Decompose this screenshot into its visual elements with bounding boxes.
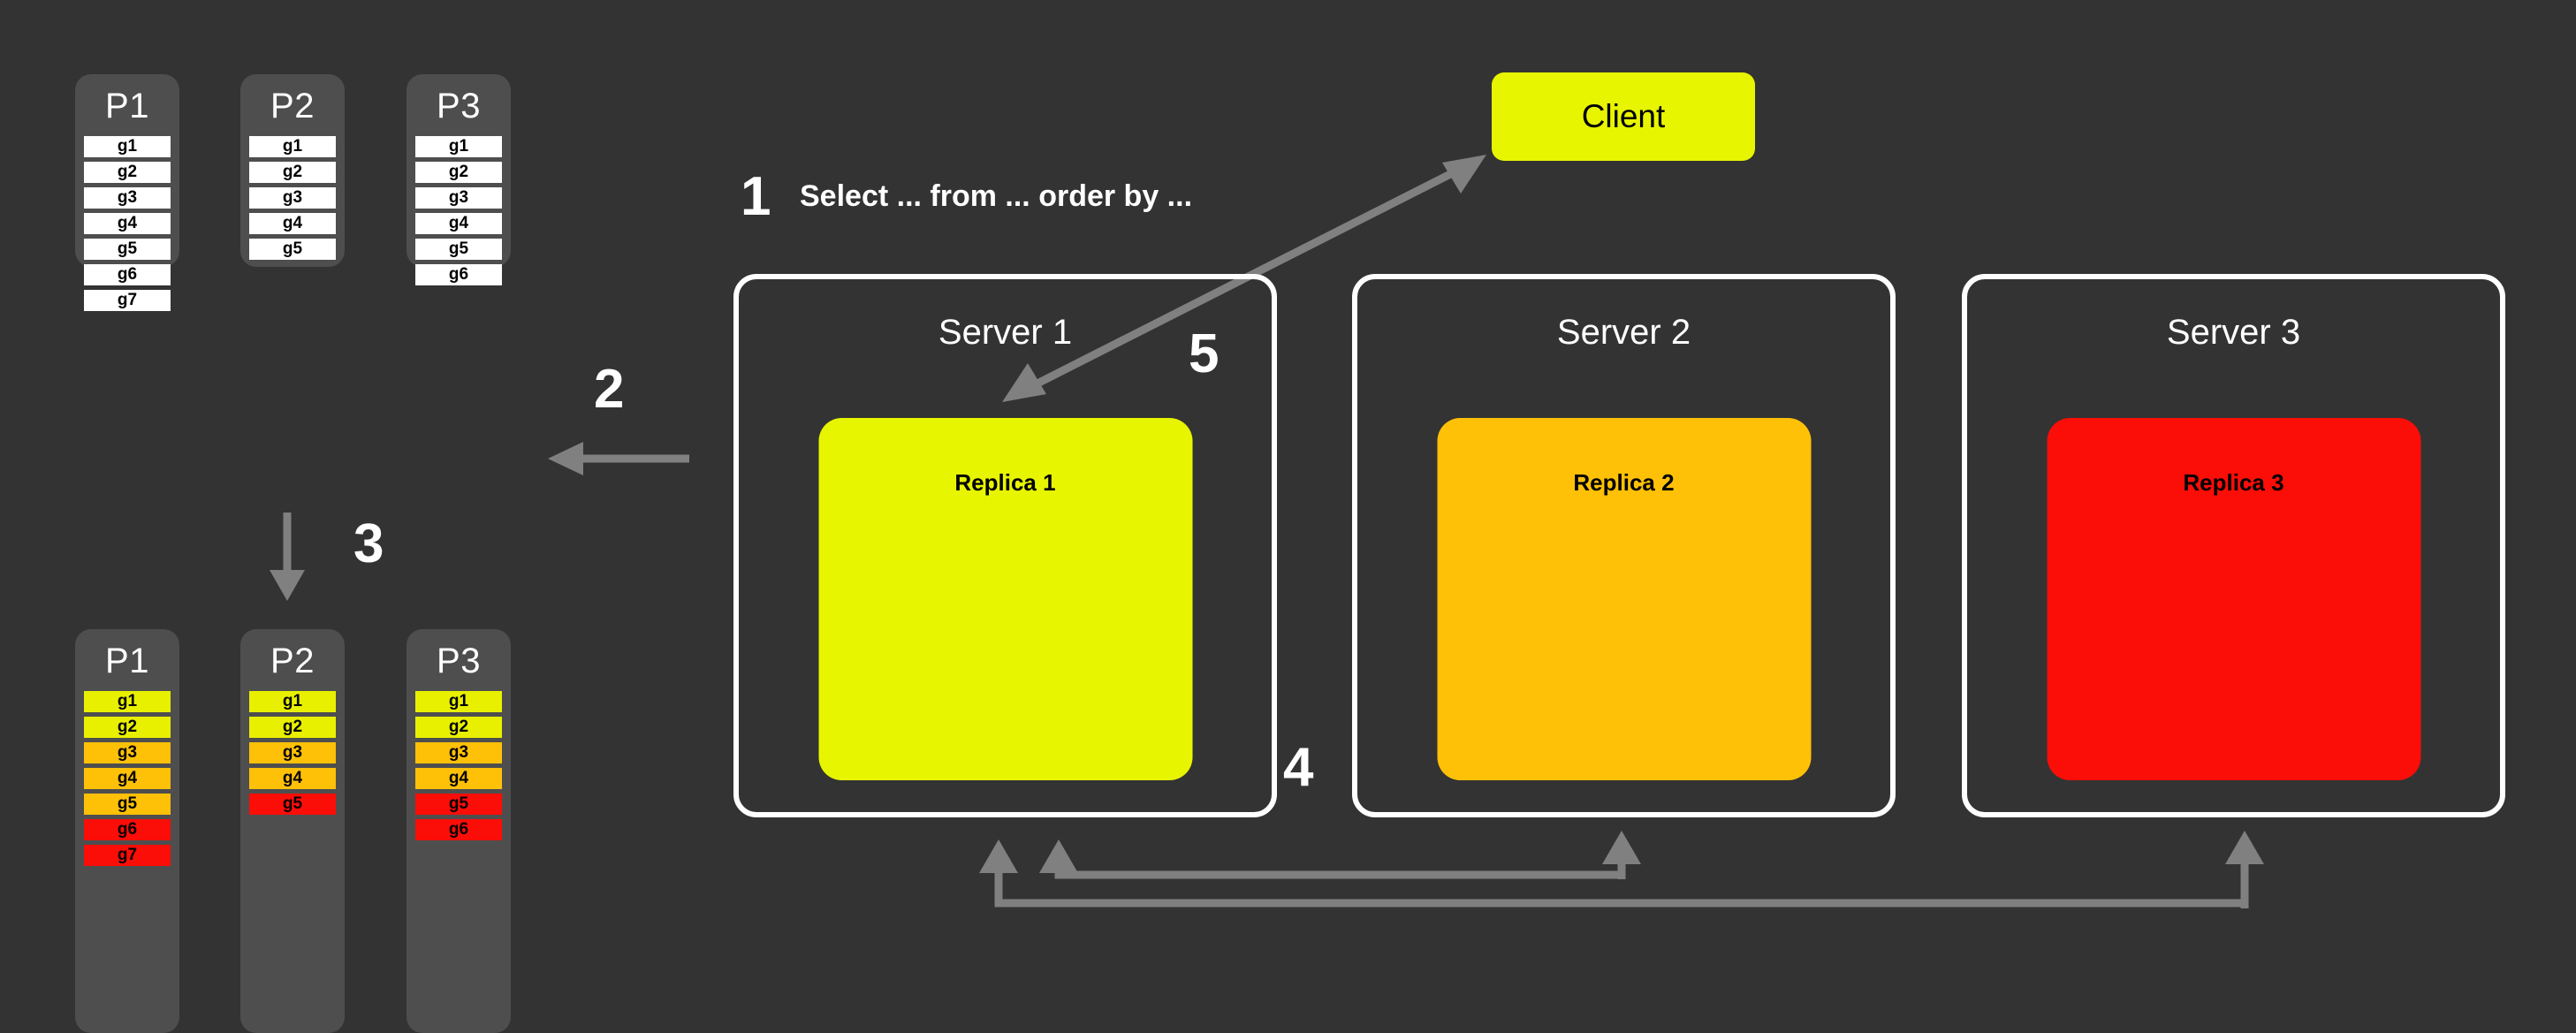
partition-cell: g2 [84,717,171,738]
partition-cell: g4 [249,213,336,234]
partition-cell: g4 [249,768,336,789]
partition-label: P2 [270,87,315,125]
partition-cell: g3 [84,187,171,209]
partition-cell: g1 [415,691,502,712]
partition-cell-list: g1 g2 g3 g4 g5 g6 [407,691,511,840]
step-number-3: 3 [353,513,384,574]
step-1-query-text: Select ... from ... order by ... [800,179,1193,213]
client-node[interactable]: Client [1492,72,1755,161]
partition-label: P2 [270,642,315,680]
partition-cell: g2 [415,717,502,738]
partition-cell: g2 [84,162,171,183]
partition-label: P1 [105,87,149,125]
replica-1-box[interactable]: Replica 1 [818,418,1192,780]
server-2-label: Server 2 [1556,313,1691,352]
partition-cell: g3 [84,742,171,763]
step-number-5: 5 [1189,323,1220,384]
arrow-step-2 [548,442,689,475]
partition-cell: g7 [84,290,171,311]
arrow-step-3 [270,513,305,601]
partition-label: P3 [437,87,481,125]
partition-cell: g1 [249,136,336,157]
server-3-box[interactable]: Server 3 Replica 3 [1962,274,2505,817]
partition-cell: g3 [415,187,502,209]
partition-column-bottom-p3[interactable]: P3 g1 g2 g3 g4 g5 g6 [407,629,511,1033]
partition-column-bottom-p2[interactable]: P2 g1 g2 g3 g4 g5 [240,629,345,1033]
step-number-1: 1 [741,166,771,227]
partition-cell: g5 [84,239,171,260]
partition-cell: g4 [415,768,502,789]
step-number-2: 2 [594,359,625,420]
arrow-step-4-inner [1039,831,1641,879]
partition-cell: g4 [84,768,171,789]
partition-cell-list: g1 g2 g3 g4 g5 g6 g7 [75,691,179,866]
partition-cell: g6 [84,819,171,840]
server-1-box[interactable]: Server 1 Replica 1 [733,274,1277,817]
partition-column-top-p2[interactable]: P2 g1 g2 g3 g4 g5 [240,74,345,267]
partition-cell: g3 [415,742,502,763]
partition-label: P3 [437,642,481,680]
server-3-label: Server 3 [2166,313,2301,352]
partition-cell: g7 [84,845,171,866]
partition-cell: g5 [84,794,171,815]
step-number-4: 4 [1283,737,1314,798]
partition-cell: g5 [249,239,336,260]
partition-cell: g6 [415,264,502,285]
partition-cell: g2 [249,717,336,738]
partition-column-top-p1[interactable]: P1 g1 g2 g3 g4 g5 g6 g7 [75,74,179,311]
partition-cell: g2 [249,162,336,183]
partition-cell: g3 [249,187,336,209]
partition-cell: g4 [415,213,502,234]
partition-cell: g5 [415,239,502,260]
partition-cell: g1 [84,691,171,712]
partition-cell: g6 [415,819,502,840]
partition-cell: g1 [415,136,502,157]
server-1-label: Server 1 [938,313,1073,352]
server-2-box[interactable]: Server 2 Replica 2 [1352,274,1896,817]
arrow-step-4-outer [979,831,2264,908]
partition-cell: g5 [415,794,502,815]
replica-2-box[interactable]: Replica 2 [1437,418,1811,780]
partition-label: P1 [105,642,149,680]
partition-cell: g1 [84,136,171,157]
replica-3-box[interactable]: Replica 3 [2047,418,2420,780]
partition-cell: g5 [249,794,336,815]
partition-column-bottom-p1[interactable]: P1 g1 g2 g3 g4 g5 g6 g7 [75,629,179,1033]
partition-cell-list: g1 g2 g3 g4 g5 [240,136,345,260]
partition-cell: g2 [415,162,502,183]
partition-cell-list: g1 g2 g3 g4 g5 [240,691,345,815]
partition-cell: g6 [84,264,171,285]
partition-column-top-p3[interactable]: P3 g1 g2 g3 g4 g5 g6 [407,74,511,285]
partition-cell: g1 [249,691,336,712]
partition-cell-list: g1 g2 g3 g4 g5 g6 g7 [75,136,179,311]
partition-cell-list: g1 g2 g3 g4 g5 g6 [407,136,511,285]
partition-cell: g3 [249,742,336,763]
partition-cell: g4 [84,213,171,234]
